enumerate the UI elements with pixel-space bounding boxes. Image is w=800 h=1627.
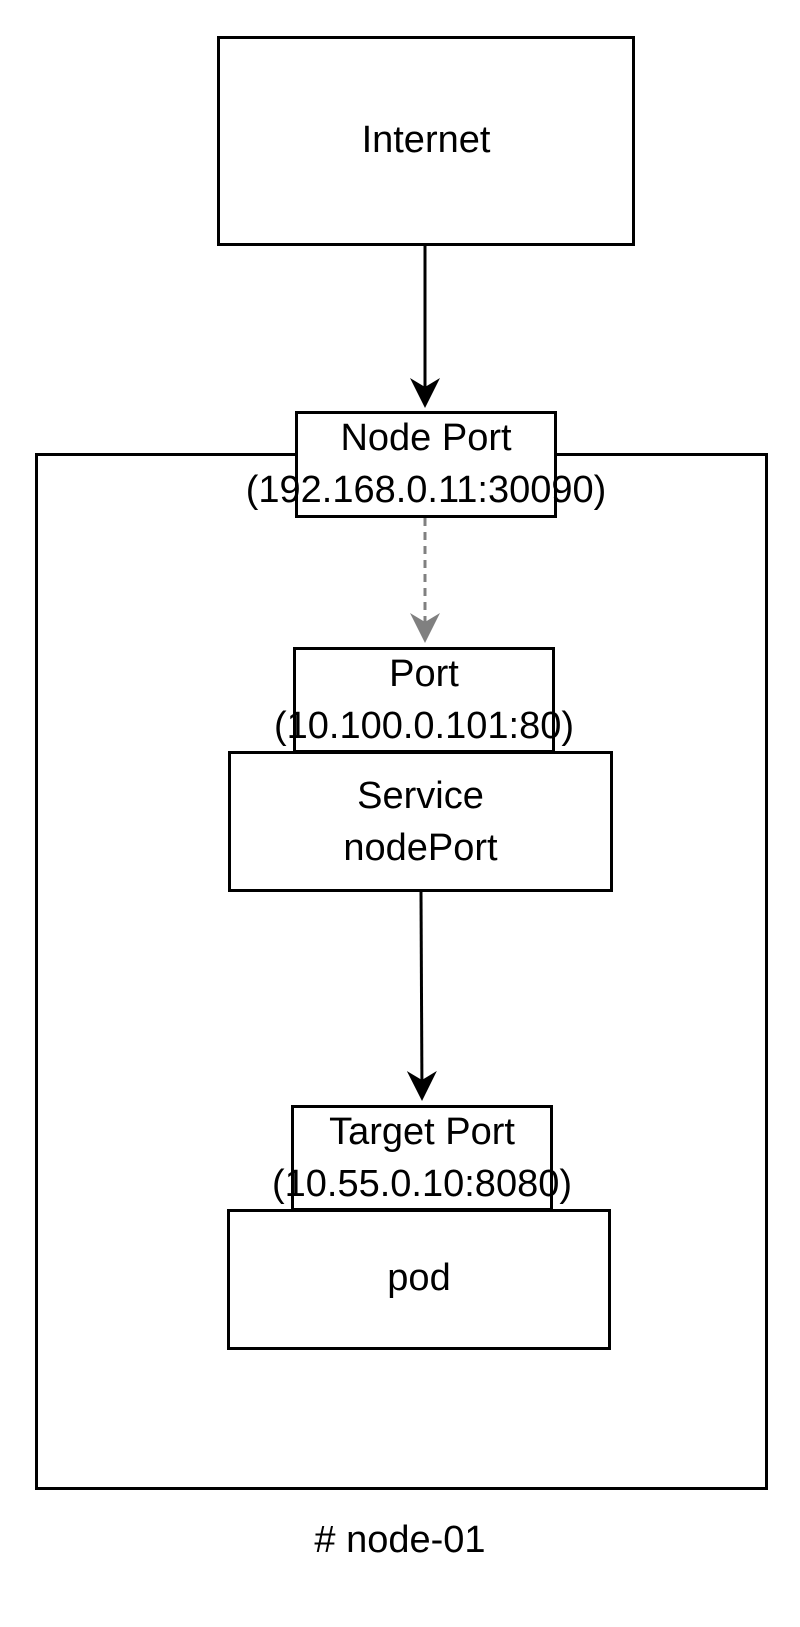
node-port-title: Node Port xyxy=(340,417,512,459)
pod-label: pod xyxy=(387,1257,451,1299)
service-label-line1: Service xyxy=(357,775,484,817)
arrow-service-to-targetport xyxy=(406,891,437,1101)
internet-box xyxy=(217,36,635,246)
service-port-box xyxy=(293,647,555,753)
node-caption: # node-01 xyxy=(314,1519,486,1561)
node-port-box xyxy=(295,411,557,518)
service-port-title: Port xyxy=(389,653,459,695)
service-box xyxy=(228,751,613,892)
service-label-line2: nodePort xyxy=(343,827,498,869)
target-port-address: (10.55.0.10:8080) xyxy=(271,1163,572,1205)
target-port-title: Target Port xyxy=(329,1111,515,1153)
service-port-address: (10.100.0.101:80) xyxy=(273,705,574,747)
node-port-address: (192.168.0.11:30090) xyxy=(245,469,607,511)
internet-label: Internet xyxy=(361,119,491,161)
pod-box xyxy=(227,1209,611,1350)
